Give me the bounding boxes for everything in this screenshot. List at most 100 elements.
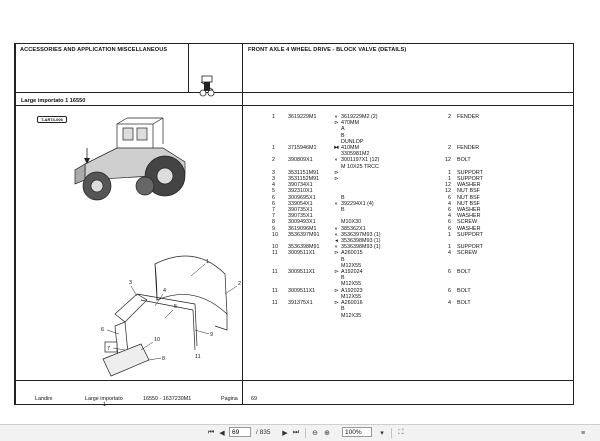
part-ref-number: 4	[272, 182, 275, 189]
exploded-diagram: 1 2 3 4 5 6 7 8 9 10 11	[74, 117, 241, 377]
part-name: BOLT	[457, 300, 471, 307]
part-symbol-icon: ◂	[335, 238, 338, 245]
callout-7: 7	[107, 346, 110, 352]
part-number: 3009493X1	[288, 219, 316, 226]
frame-left	[15, 44, 16, 404]
last-page-icon[interactable]: ⏭	[292, 429, 300, 436]
part-description: 3536398M93 (1)	[341, 238, 381, 245]
part-description: 392294X1 (4)	[341, 200, 374, 207]
page-title: FRONT AXLE 4 WHEEL DRIVE - BLOCK VALVE (…	[248, 47, 407, 53]
part-description: A260016	[341, 300, 363, 307]
frame-subtitle-bottom	[15, 105, 243, 106]
part-name: WASHER	[457, 207, 481, 214]
part-ref-number: 3	[272, 176, 275, 183]
part-symbol-icon: ◐	[334, 200, 339, 207]
frame-icon-divider	[188, 44, 189, 92]
prev-page-icon[interactable]: ◀	[219, 430, 225, 437]
part-description: 3536398M93 (1)	[341, 244, 381, 251]
part-name: NUT BSF	[457, 200, 480, 207]
part-description: 410MM	[341, 145, 359, 152]
tractor-icon	[193, 72, 221, 100]
footer-code: 16550 - 1637230M1	[143, 396, 192, 402]
part-symbol-icon: ⊳	[334, 169, 339, 176]
part-number: 3009511X1	[288, 287, 316, 294]
part-quantity: 1	[448, 231, 451, 238]
part-ref-number: 7	[272, 207, 275, 214]
part-description: M12X55	[341, 262, 362, 269]
part-name: NUT BSF	[457, 188, 480, 195]
menu-icon[interactable]: ≡	[580, 429, 586, 437]
part-symbol-icon: ◐	[334, 244, 339, 251]
parts-row: M12X55	[272, 263, 572, 269]
part-name: NUT BSF	[457, 194, 480, 201]
part-description: DUNLOP	[341, 138, 364, 145]
part-ref-number: 11	[272, 250, 278, 257]
frame-footer-line	[15, 380, 573, 381]
part-description: M12X35	[341, 312, 362, 319]
part-quantity: 6	[448, 219, 451, 226]
part-description: 3619229M2 (2)	[341, 114, 378, 120]
part-symbol-icon: ⊳	[334, 269, 339, 276]
footer-brand: Landini	[35, 396, 53, 402]
part-name: BOLT	[457, 157, 471, 164]
part-name: WASHER	[457, 225, 481, 232]
part-number: 392310X1	[288, 188, 313, 195]
part-number: 390809X1	[288, 157, 313, 164]
pdf-toolbar: ⏮ ◀ / 835 ▶ ⏭ ⊖ ⊕ 100% ▾ ⛶ ≡	[0, 424, 600, 441]
part-number: 3715946M1	[288, 145, 317, 152]
part-symbol-icon: ⊳	[334, 120, 339, 127]
parts-row: 3305981M2	[272, 151, 572, 157]
part-number: 3536398M91	[288, 244, 320, 251]
part-name: FENDER	[457, 114, 480, 120]
part-symbol-icon: ◐	[334, 225, 339, 232]
part-description: M12X55	[341, 293, 362, 300]
part-quantity: 1	[448, 169, 451, 176]
part-number: 3009695X1	[288, 194, 316, 201]
tractor-illustration	[74, 117, 186, 201]
part-symbol-icon: ◐	[334, 114, 339, 120]
zoom-out-icon[interactable]: ⊖	[312, 430, 318, 437]
first-page-icon[interactable]: ⏮	[207, 429, 215, 436]
parts-row: ⊳470MM	[272, 120, 572, 126]
part-ref-number: 6	[272, 194, 275, 201]
part-quantity: 6	[448, 287, 451, 294]
part-quantity: 6	[448, 269, 451, 276]
part-description: B	[341, 194, 345, 201]
part-description: 3001197X1 (12)	[341, 157, 380, 164]
toolbar-separator-2	[391, 428, 392, 438]
parts-row: B	[272, 275, 572, 281]
page-number-input[interactable]	[229, 427, 251, 437]
part-quantity: 4	[448, 250, 451, 257]
next-page-icon[interactable]: ▶	[282, 430, 288, 437]
part-quantity: 12	[445, 182, 451, 189]
part-symbol-icon: ◐	[334, 231, 339, 238]
zoom-dropdown-icon[interactable]: ▾	[380, 430, 384, 437]
part-ref-number: 9	[272, 225, 275, 232]
callout-11: 11	[195, 354, 201, 360]
footer-model-sub: 1	[103, 402, 106, 408]
toolbar-separator	[305, 428, 306, 438]
part-description: A	[341, 126, 345, 133]
part-description: B	[341, 306, 345, 313]
zoom-in-icon[interactable]: ⊕	[324, 430, 330, 437]
part-description: B	[341, 132, 345, 139]
parts-row: B	[272, 257, 572, 263]
part-description: M 10X25 TRCC	[341, 163, 379, 170]
fit-page-icon[interactable]: ⛶	[398, 429, 404, 436]
part-quantity: 2	[448, 114, 451, 120]
zoom-select[interactable]: 100%	[342, 427, 372, 437]
part-symbol-icon: ⊳	[334, 287, 339, 294]
part-symbol-icon: ⊳	[334, 250, 339, 257]
parts-row: B	[272, 306, 572, 312]
